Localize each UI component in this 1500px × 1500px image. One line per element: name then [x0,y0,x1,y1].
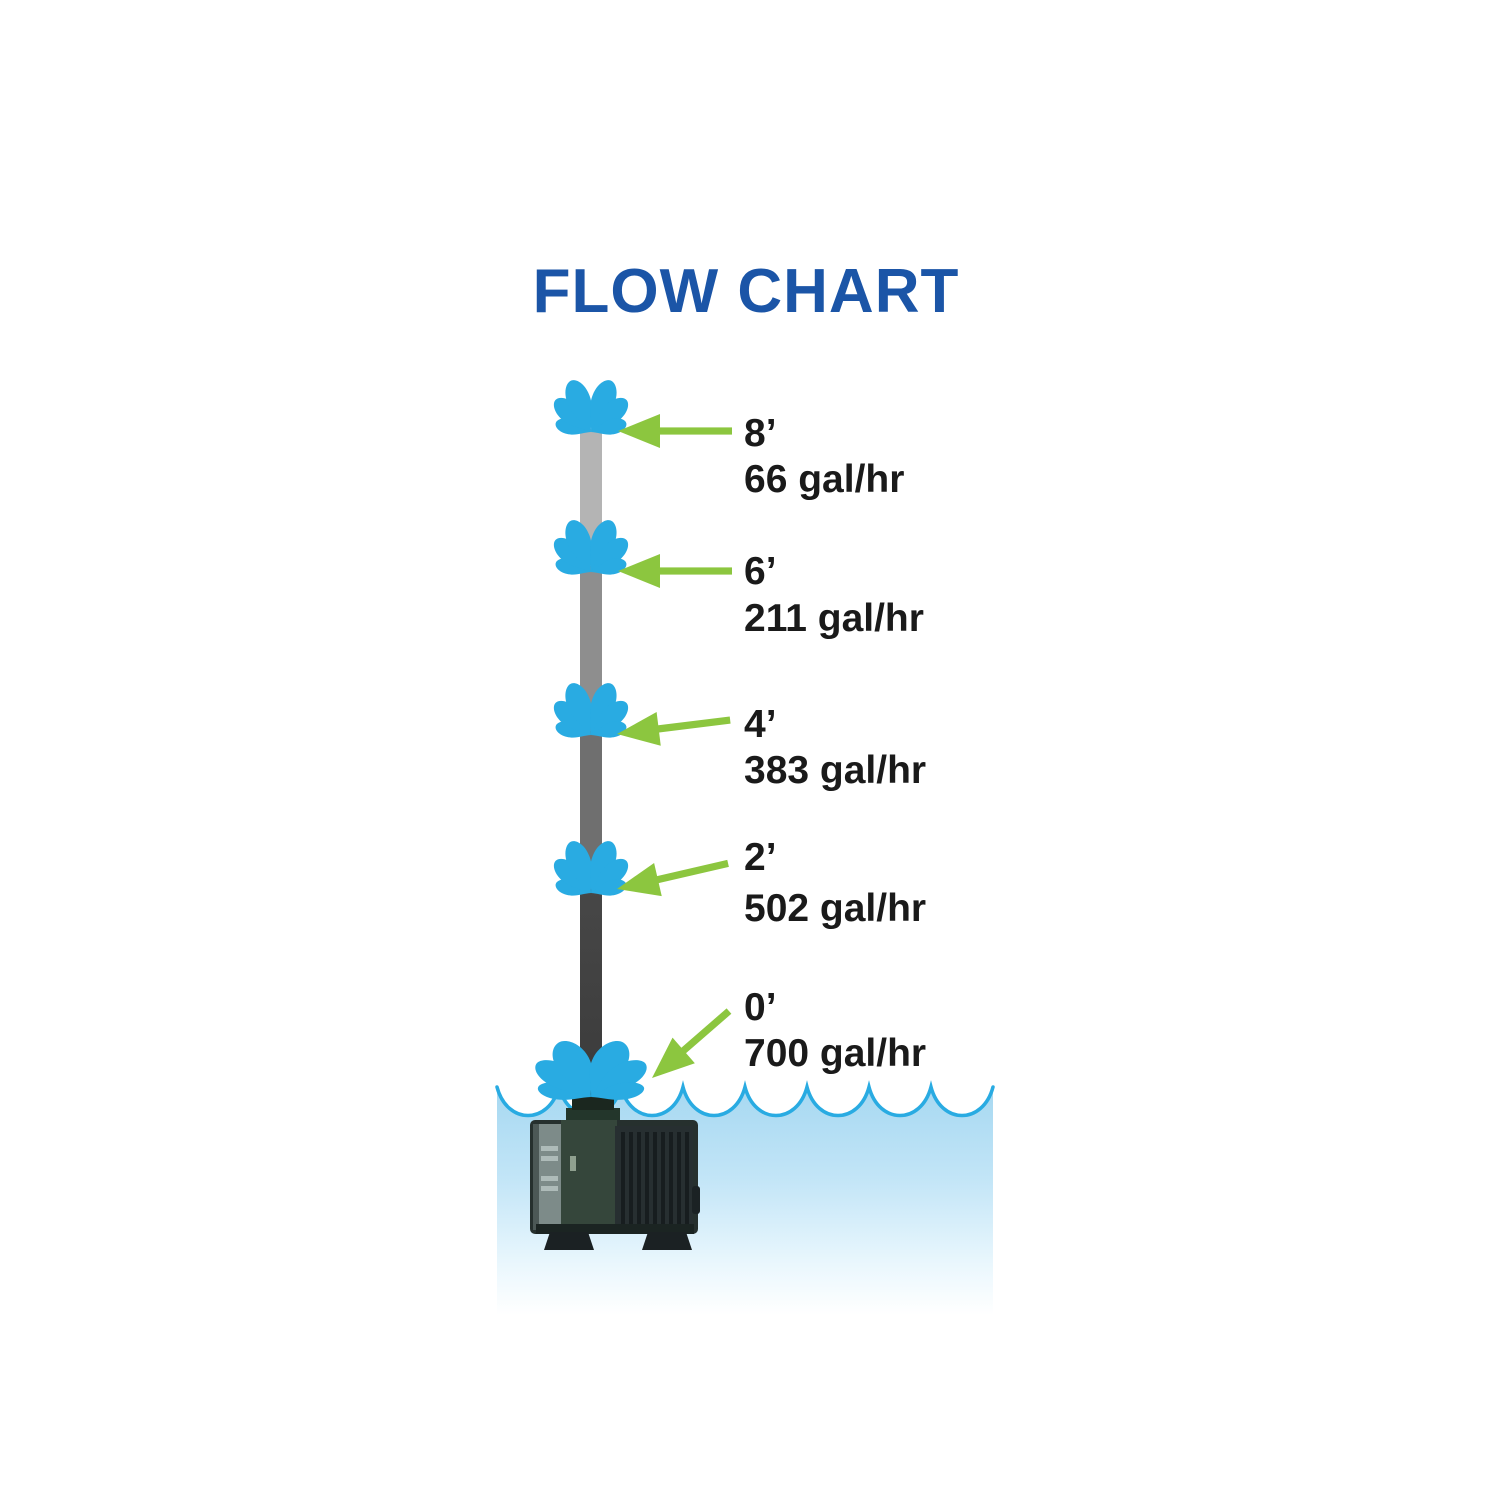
arrow-left-icon-8ft [618,414,732,448]
height-label-8ft: 8’ [744,412,777,455]
height-label-0ft: 0’ [744,986,777,1029]
pump-foot-right [642,1232,692,1250]
pump-base-strip [536,1224,694,1234]
pump-side-knob [692,1186,700,1214]
pump-label-tag [570,1156,576,1171]
page-title: FLOW CHART [533,257,960,326]
arrow-left-icon-6ft [618,554,732,588]
level-label-8ft: 8’ 66 gal/hr [744,412,904,501]
level-label-2ft: 2’ 502 gal/hr [744,836,926,930]
arrow-left-icon-0ft [652,1008,732,1078]
pump-foot-left [544,1232,594,1250]
flow-label-6ft: 211 gal/hr [744,597,924,640]
flow-label-8ft: 66 gal/hr [744,458,904,501]
pump-intake-slots [541,1146,558,1191]
arrow-left-icon-4ft [617,712,731,746]
arrow-left-icon-2ft [617,859,729,897]
fountain-riser-pipe [580,429,602,1110]
pump-mid-housing [561,1120,617,1234]
pump-ribs [621,1132,689,1224]
submersible-pump [530,1093,700,1250]
level-label-0ft: 0’ 700 gal/hr [744,986,926,1075]
height-label-2ft: 2’ [744,836,777,879]
level-label-6ft: 6’ 211 gal/hr [744,550,924,640]
level-label-4ft: 4’ 383 gal/hr [744,703,926,792]
height-label-6ft: 6’ [744,550,777,593]
flow-label-0ft: 700 gal/hr [744,1032,926,1075]
flow-label-4ft: 383 gal/hr [744,749,926,792]
pump-intake-frame [533,1124,539,1230]
flow-label-2ft: 502 gal/hr [744,887,926,930]
height-label-4ft: 4’ [744,703,777,746]
